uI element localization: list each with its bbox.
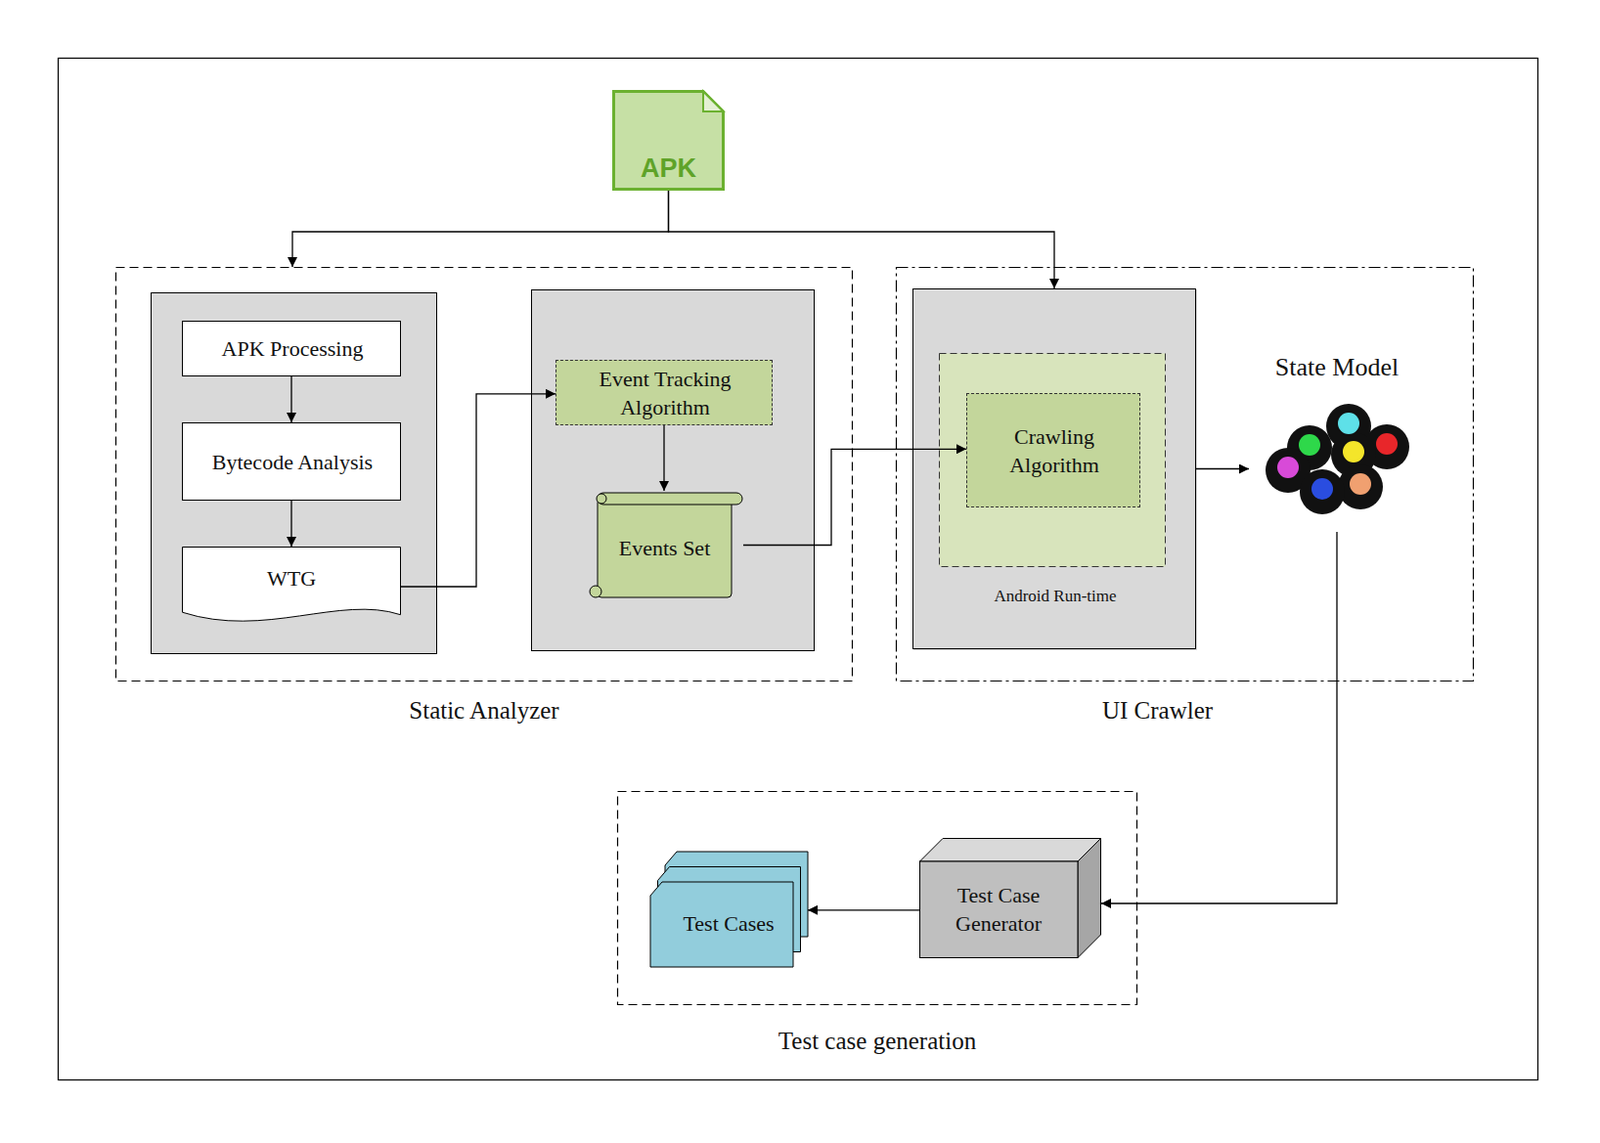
- dashdot-frame: [896, 267, 1474, 682]
- document-shape: WTG: [181, 546, 401, 627]
- text-holder: Test Case Generator: [919, 861, 1078, 959]
- button-top: [1277, 456, 1299, 479]
- state-model-illustration: [1265, 403, 1410, 515]
- dashed-frame: [116, 267, 853, 682]
- scroll-body: [597, 498, 732, 598]
- runtime-container: [939, 354, 1166, 568]
- node-label: WTG: [266, 565, 316, 594]
- button-top: [1298, 434, 1321, 456]
- text-holder: WTG: [181, 546, 401, 612]
- arrow-connector: [290, 500, 292, 547]
- node-label: Test Cases: [682, 910, 774, 939]
- text-holder: Test case generation: [617, 1023, 1138, 1060]
- button-top: [1342, 441, 1365, 463]
- process-box: Bytecode Analysis: [181, 422, 401, 501]
- outer-frame: [58, 58, 1539, 1081]
- cube-top: [920, 839, 1102, 863]
- apk-file-icon: APK: [612, 89, 725, 191]
- cube-side: [1077, 839, 1102, 959]
- file-body: [614, 91, 724, 190]
- node-label: Event Tracking Algorithm: [562, 365, 768, 422]
- cube-box: Test Case Generator: [919, 838, 1102, 959]
- process-box: APK Processing: [181, 320, 401, 377]
- scroll-shape: Events Set: [585, 490, 744, 600]
- arrow-connector: [663, 425, 665, 491]
- algorithm-box: Crawling Algorithm: [966, 393, 1141, 508]
- node-label: Test Case Generator: [925, 882, 1072, 938]
- button-base: [1299, 469, 1345, 515]
- button-top: [1311, 478, 1334, 500]
- text-holder: Bytecode Analysis: [182, 423, 402, 502]
- test-card: [650, 882, 794, 968]
- scroll-curl: [596, 493, 607, 504]
- dashed-frame: [618, 792, 1138, 1006]
- stacked-cards: Test Cases: [650, 851, 808, 968]
- node-label: Events Set: [619, 534, 712, 564]
- scroll-curl: [589, 585, 602, 598]
- button-top: [1349, 473, 1372, 495]
- node-outline: [650, 851, 808, 968]
- node-label: State Model: [1275, 351, 1399, 385]
- arrow-connector: [743, 448, 967, 545]
- gray-panel: [532, 290, 815, 652]
- text-holder: Events Set: [597, 500, 732, 597]
- cube-front: [920, 861, 1079, 959]
- node-label: UI Crawler: [1102, 695, 1213, 728]
- arrow-connector: [292, 190, 669, 267]
- node-label: Android Run-time: [993, 585, 1116, 608]
- file-fold: [703, 91, 724, 113]
- text-holder: State Model: [1248, 350, 1425, 386]
- arrow-connector: [290, 376, 292, 423]
- text-holder: Static Analyzer: [115, 693, 853, 729]
- algorithm-box: Event Tracking Algorithm: [555, 359, 773, 426]
- state-model: State Model: [1248, 346, 1425, 533]
- arrow-connector: [1196, 468, 1249, 470]
- arrow-connector: [668, 190, 1056, 289]
- button-top: [1376, 433, 1398, 455]
- text-holder: Crawling Algorithm: [967, 394, 1142, 509]
- node-label: Static Analyzer: [408, 695, 559, 728]
- node-label: Bytecode Analysis: [212, 448, 373, 478]
- runtime-panel: Android Run-time Crawling Algorithm: [912, 288, 1197, 650]
- node-label: APK: [640, 151, 697, 186]
- scroll-roll: [597, 492, 743, 505]
- node-label: APK Processing: [222, 335, 364, 364]
- node-label: Test case generation: [778, 1025, 977, 1059]
- text-holder: Event Tracking Algorithm: [556, 360, 774, 427]
- text-holder: UI Crawler: [895, 693, 1420, 729]
- button-base: [1337, 464, 1383, 510]
- ui-crawler-group: UI CrawlerAndroid Run-timeCrawling Algor…: [895, 266, 1474, 682]
- text-holder: APK Processing: [182, 321, 402, 378]
- text-holder: APK: [612, 152, 725, 186]
- text-holder: Test Cases: [660, 882, 798, 968]
- test-generation-group: Test case generationTest CasesTest Case …: [617, 791, 1138, 1006]
- gray-panel: [151, 293, 438, 655]
- text-holder: Android Run-time: [913, 582, 1198, 611]
- gray-panel-fill: [913, 289, 1198, 651]
- node-label: Crawling Algorithm: [973, 423, 1136, 480]
- arrow-connector: [807, 909, 920, 911]
- document-outline: [182, 547, 401, 623]
- arrow-connector: [1101, 532, 1337, 904]
- button-top: [1337, 412, 1360, 435]
- arrow-connector: [400, 394, 556, 587]
- static-analyzer-group: Static AnalyzerAPK ProcessingBytecode An…: [115, 266, 853, 682]
